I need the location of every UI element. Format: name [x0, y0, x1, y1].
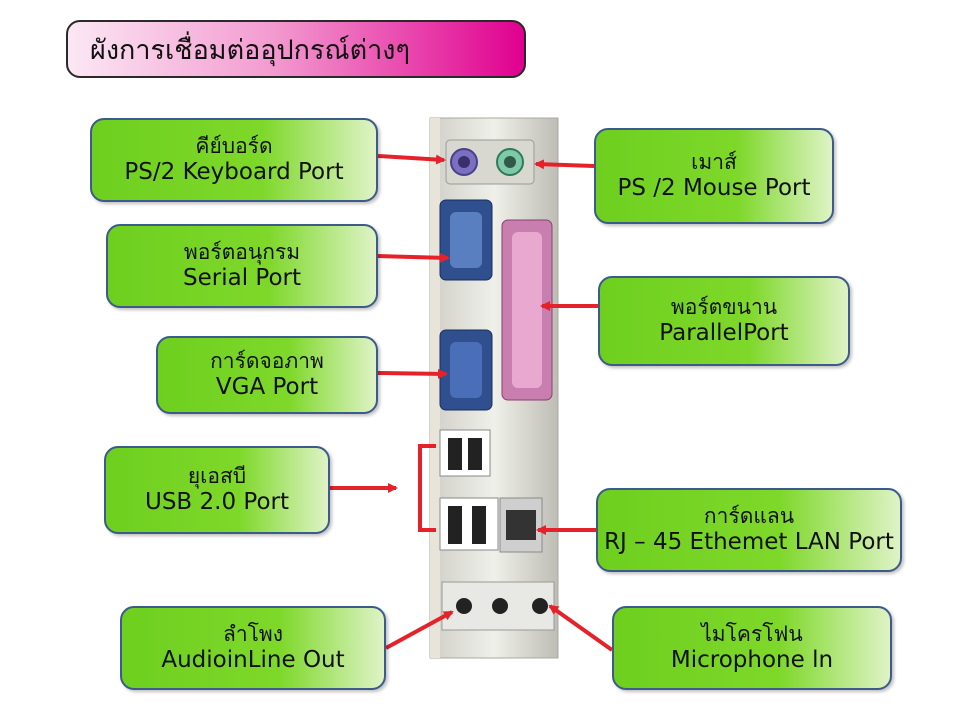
vga-eng: VGA Port	[215, 373, 319, 400]
panel-rail	[430, 118, 440, 658]
parallel-eng: ParallelPort	[659, 319, 789, 346]
label-mic: ไมโครโฟน Microphone ln	[612, 606, 892, 690]
serial-thai: พอร์ตอนุกรม	[183, 240, 301, 265]
mic-thai: ไมโครโฟน	[701, 622, 803, 647]
label-keyboard: คีย์บอร์ด PS/2 Keyboard Port	[90, 118, 378, 202]
usb-ports-icon	[439, 429, 499, 551]
lan-port-icon	[499, 497, 543, 553]
usb-bracket	[418, 444, 436, 532]
vga-port-icon	[439, 329, 493, 411]
audio-thai: ลำโพง	[222, 622, 284, 647]
vga-thai: การ์ดจอภาพ	[210, 349, 324, 374]
label-audio: ลำโพง AudioinLine Out	[120, 606, 386, 690]
mic-eng: Microphone ln	[670, 646, 834, 673]
parallel-port-icon	[501, 219, 553, 401]
lan-eng: RJ – 45 Ethemet LAN Port	[604, 528, 894, 555]
label-vga: การ์ดจอภาพ VGA Port	[156, 336, 378, 414]
label-serial: พอร์ตอนุกรม Serial Port	[106, 224, 378, 308]
usb-eng: USB 2.0 Port	[144, 488, 289, 515]
title-text: ผังการเชื่อมต่ออุปกรณ์ต่างๆ	[90, 34, 410, 66]
keyboard-thai: คีย์บอร์ด	[195, 134, 273, 159]
arrow-mouse	[534, 159, 595, 170]
mouse-thai: เมาส์	[691, 150, 737, 175]
label-mouse: เมาส์ PS /2 Mouse Port	[594, 128, 834, 224]
label-lan: การ์ดแลน RJ – 45 Ethemet LAN Port	[596, 488, 902, 572]
keyboard-eng: PS/2 Keyboard Port	[124, 158, 344, 185]
serial-port-icon	[439, 199, 493, 281]
arrow-vga	[377, 368, 448, 379]
arrow-audio	[385, 610, 454, 650]
ps2-ports-icon	[445, 139, 535, 185]
label-parallel: พอร์ตขนาน ParallelPort	[598, 276, 850, 366]
label-usb: ยุเอสบี USB 2.0 Port	[104, 446, 330, 534]
audio-jacks-icon	[441, 581, 555, 631]
parallel-thai: พอร์ตขนาน	[670, 295, 778, 320]
arrow-mic	[548, 604, 614, 652]
lan-thai: การ์ดแลน	[703, 504, 795, 529]
usb-thai: ยุเอสบี	[187, 464, 247, 489]
mouse-eng: PS /2 Mouse Port	[617, 174, 811, 201]
arrow-keyboard	[377, 154, 446, 165]
audio-eng: AudioinLine Out	[161, 646, 345, 673]
arrow-serial	[377, 252, 450, 263]
diagram-title: ผังการเชื่อมต่ออุปกรณ์ต่างๆ	[66, 20, 526, 78]
serial-eng: Serial Port	[183, 264, 301, 291]
